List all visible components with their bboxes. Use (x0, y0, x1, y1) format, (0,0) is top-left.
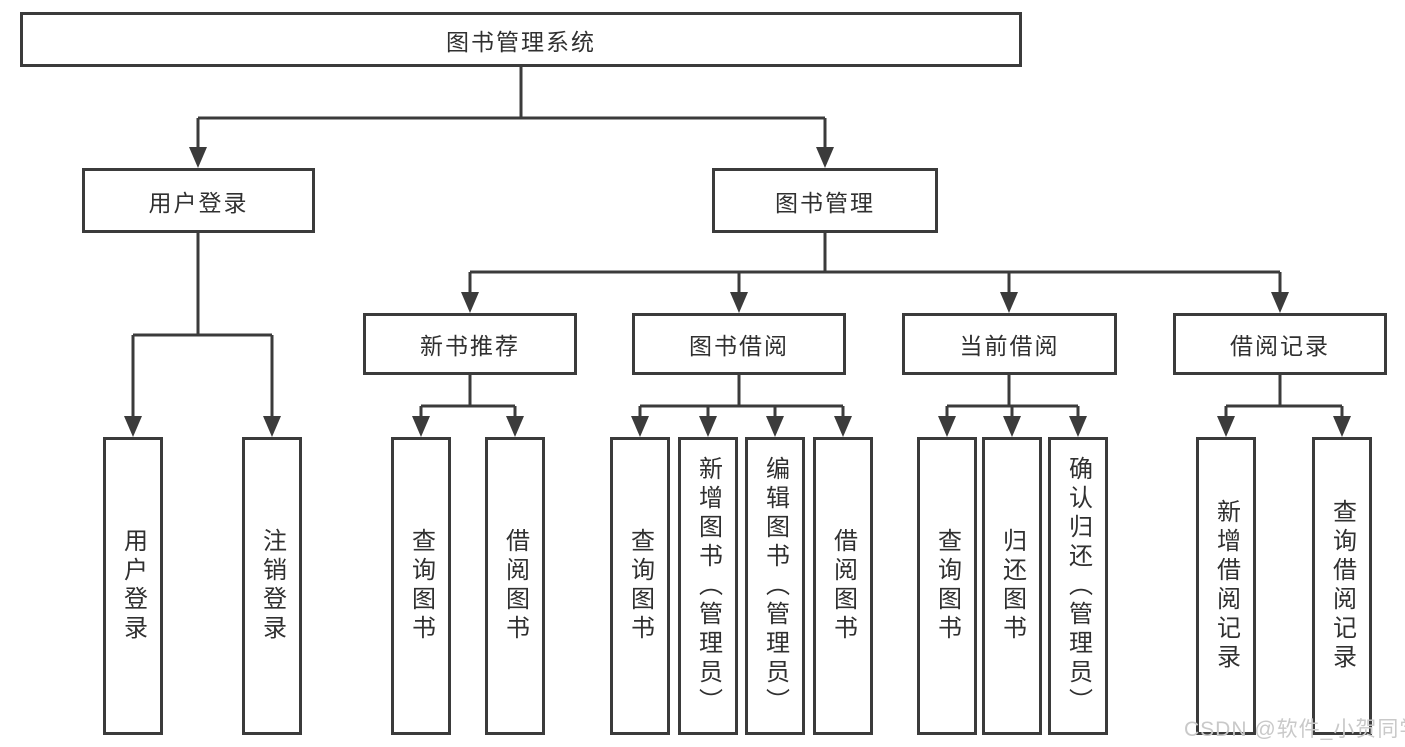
leaf-logout-login: 注销登录 (242, 437, 302, 735)
arrowhead (506, 416, 524, 437)
leaf-confirm-return-admin: 确认归还（管理员） (1048, 437, 1108, 735)
arrowhead (631, 416, 649, 437)
arrowhead (412, 416, 430, 437)
leaf-edit-books-admin: 编辑图书（管理员） (745, 437, 805, 735)
node-book-borrowing: 图书借阅 (632, 313, 846, 375)
arrowhead (1333, 416, 1351, 437)
leaf-add-borrow-record: 新增借阅记录 (1196, 437, 1256, 735)
leaf-query-borrow-record: 查询借阅记录 (1312, 437, 1372, 735)
node-borrowing-records: 借阅记录 (1173, 313, 1387, 375)
arrowhead (189, 147, 207, 168)
arrowhead (1003, 416, 1021, 437)
arrowhead (1271, 292, 1289, 313)
leaf-return-books: 归还图书 (982, 437, 1042, 735)
leaf-user-login: 用户登录 (103, 437, 163, 735)
node-library-management-system: 图书管理系统 (20, 12, 1022, 67)
connector-user-login (124, 233, 281, 437)
arrowhead (1217, 416, 1235, 437)
leaf-query-books-recommend: 查询图书 (391, 437, 451, 735)
leaf-borrow-books-borrowing: 借阅图书 (813, 437, 873, 735)
node-book-management: 图书管理 (712, 168, 938, 233)
connector-book-management (461, 233, 1289, 313)
node-current-borrowing: 当前借阅 (902, 313, 1117, 375)
arrowhead (938, 416, 956, 437)
arrowhead (124, 416, 142, 437)
connector-root-to-level2 (189, 67, 834, 168)
leaf-query-books-borrowing: 查询图书 (610, 437, 670, 735)
arrowhead (730, 292, 748, 313)
arrowhead (834, 416, 852, 437)
node-new-book-recommendation: 新书推荐 (363, 313, 577, 375)
arrowhead (1069, 416, 1087, 437)
leaf-query-books-current: 查询图书 (917, 437, 977, 735)
arrowhead (1000, 292, 1018, 313)
csdn-watermark: CSDN @软件_小贺同学 (1184, 718, 1405, 741)
connector-borrowing-records (1217, 375, 1351, 437)
leaf-add-books-admin: 新增图书（管理员） (678, 437, 738, 735)
arrowhead (263, 416, 281, 437)
node-user-login: 用户登录 (82, 168, 315, 233)
connector-new-book-recommendation (412, 375, 524, 437)
arrowhead (699, 416, 717, 437)
connector-book-borrowing (631, 375, 852, 437)
arrowhead (766, 416, 784, 437)
arrowhead (816, 147, 834, 168)
leaf-borrow-books-recommend: 借阅图书 (485, 437, 545, 735)
connector-current-borrowing (938, 375, 1087, 437)
arrowhead (461, 292, 479, 313)
